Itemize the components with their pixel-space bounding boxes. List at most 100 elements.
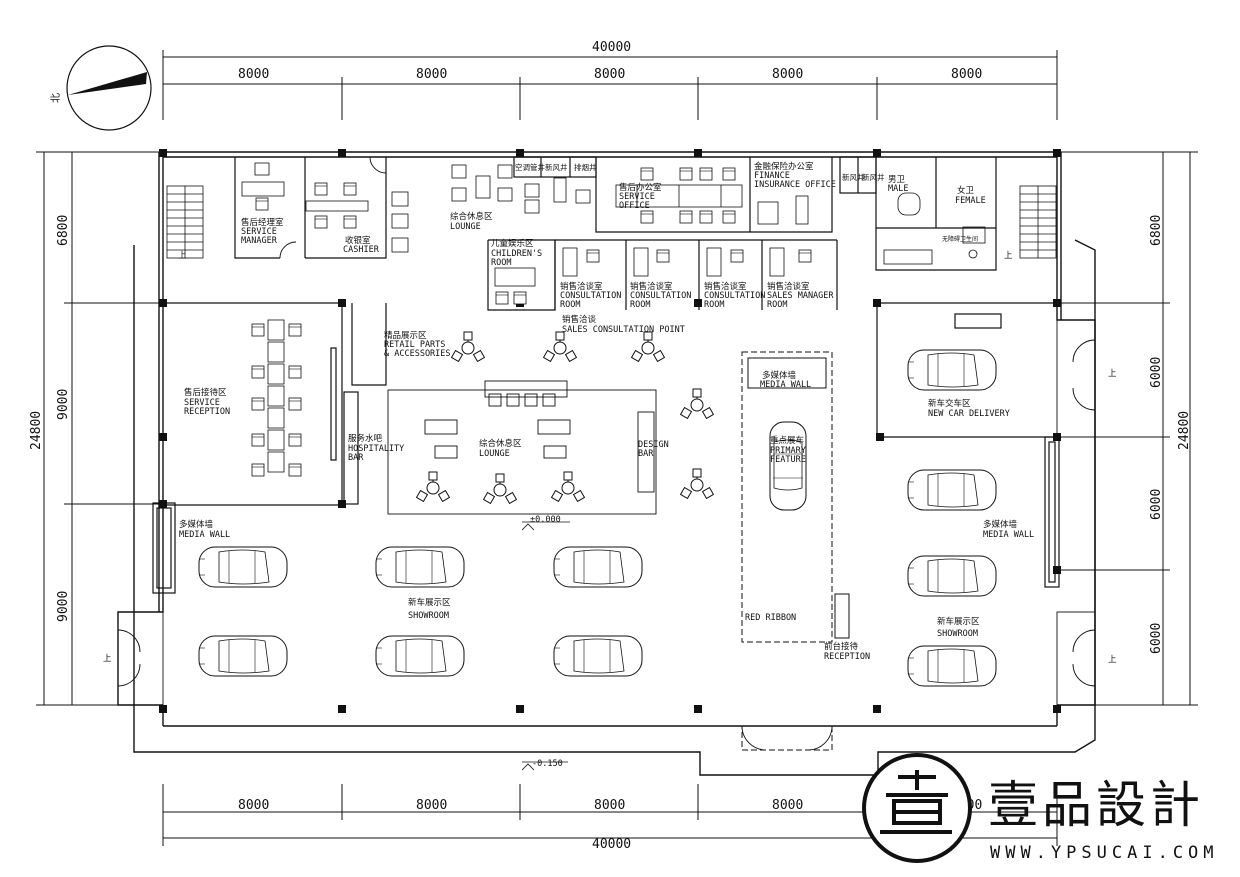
fresh-air-shaft-1: 新风井 <box>545 162 568 172</box>
right-total-dimension: 24800 <box>1177 411 1192 450</box>
finance-cn: 金融保险办公室 <box>754 161 814 172</box>
ac-shaft: 空调管井 <box>515 162 545 172</box>
right-dim-2: 6000 <box>1149 357 1164 388</box>
top-furniture <box>241 162 986 305</box>
consult-1-en2: ROOM <box>560 300 580 310</box>
hospitality-en1: HOSPITALITY <box>348 444 404 454</box>
right-dim-3: 6000 <box>1149 489 1164 520</box>
consult-3-en1: CONSULTATION <box>704 291 765 301</box>
media-wall-left-en: MEDIA WALL <box>179 530 230 540</box>
bottom-dim-2: 8000 <box>416 798 447 813</box>
retail-en1: RETAIL PARTS <box>384 340 445 350</box>
door-up-right-bottom: 上 <box>1108 655 1117 665</box>
consult-3-en2: ROOM <box>704 300 724 310</box>
door-up-left: 上 <box>103 654 112 664</box>
fresh-air-shaft-3: 新风井 <box>862 172 885 182</box>
service-reception-cn: 售后接待区 <box>184 387 227 398</box>
finance-en1: FINANCE <box>754 171 790 181</box>
retail-en2: & ACCESSORIES <box>384 349 451 359</box>
fresh-air-shaft-2: 新风井 <box>842 172 865 182</box>
consult-1-cn: 销售洽谈室 <box>560 281 603 292</box>
after-sales-manager-cn: 售后经理室 <box>241 217 284 228</box>
entrance-doors <box>117 156 1096 751</box>
consult-2-cn: 销售洽谈室 <box>630 281 673 292</box>
hospitality-en2: BAR <box>348 453 364 463</box>
male-cn: 男卫 <box>888 175 906 185</box>
service-reception-walls <box>152 302 387 594</box>
sales-manager-en2: ROOM <box>767 300 787 310</box>
top-total-dimension: 40000 <box>592 40 631 55</box>
hospitality-cn: 服务水吧 <box>348 433 383 444</box>
door-up-right-top: 上 <box>1108 369 1117 379</box>
media-wall-right-cn: 多媒体墙 <box>983 519 1018 530</box>
media-wall-center-en: MEDIA WALL <box>760 380 811 390</box>
finance-en2: INSURANCE OFFICE <box>754 180 836 190</box>
feature-walls <box>741 351 850 751</box>
right-dim-1: 6800 <box>1149 215 1164 246</box>
top-dimension-lines <box>162 50 1058 120</box>
design-bar-en1: DESIGN <box>638 440 669 450</box>
stair-left-up: 上 <box>178 251 187 261</box>
media-wall-center-cn: 多媒体墙 <box>762 370 797 381</box>
service-office-en2: OFFICE <box>619 201 650 211</box>
top-dim-1: 8000 <box>238 67 269 82</box>
top-room-walls <box>234 156 997 311</box>
left-dimension-lines <box>36 151 160 706</box>
left-dim-1: 6800 <box>56 215 71 246</box>
media-wall-left-cn: 多媒体墙 <box>179 519 214 530</box>
showroom-left-en: SHOWROOM <box>408 611 449 621</box>
reception-cn: 前台接待 <box>824 641 859 652</box>
delivery-walls <box>876 302 1060 588</box>
sales-point-cn: 销售洽谈 <box>562 314 597 325</box>
level-floor: ±0.000 <box>530 515 561 525</box>
logo-wordmark: 壹品設計 <box>988 776 1204 834</box>
new-car-delivery-en: NEW CAR DELIVERY <box>928 409 1010 419</box>
level-outdoor: -0.150 <box>532 759 563 769</box>
female-en: FEMALE <box>955 196 986 206</box>
top-dim-4: 8000 <box>772 67 803 82</box>
primary-feature-en1: PRIMARY <box>770 446 806 456</box>
primary-feature-en2: FEATURE <box>770 455 806 465</box>
service-reception-en2: RECEPTION <box>184 407 230 417</box>
cashier-en: CASHIER <box>343 245 380 255</box>
female-cn: 女卫 <box>957 185 975 196</box>
stair-right-up: 上 <box>1004 251 1013 261</box>
after-sales-manager-en1: SERVICE <box>241 227 277 237</box>
left-dim-2: 9000 <box>56 389 71 420</box>
north-label: 北 <box>50 93 62 103</box>
service-office-en1: SERVICE <box>619 192 655 202</box>
left-dim-3: 9000 <box>56 591 71 622</box>
showroom-right-cn: 新车展示区 <box>937 616 980 627</box>
top-dim-2: 8000 <box>416 67 447 82</box>
retail-cn: 精品展示区 <box>384 330 427 341</box>
sales-manager-cn: 销售洽谈室 <box>767 281 810 292</box>
structural-columns <box>159 149 1061 713</box>
service-office-cn: 售后办公室 <box>619 182 662 193</box>
design-bar-en2: BAR <box>638 449 654 459</box>
room-labels: 售后经理室 SERVICE MANAGER 收银室 CASHIER 综合休息区 … <box>179 161 1034 662</box>
showroom-left-cn: 新车展示区 <box>408 597 451 608</box>
top-dim-3: 8000 <box>594 67 625 82</box>
right-dim-4: 6000 <box>1149 623 1164 654</box>
sales-point-en: SALES CONSULTATION POINT <box>562 325 685 335</box>
consultation-tables <box>416 331 714 504</box>
cashier-cn: 收银室 <box>345 235 371 246</box>
lounge-top-en: LOUNGE <box>450 222 481 232</box>
sales-manager-en1: SALES MANAGER <box>767 291 834 301</box>
north-arrow: 北 <box>50 45 152 131</box>
accessible-wc: 无障碍卫生间 <box>942 235 978 243</box>
media-wall-right-en: MEDIA WALL <box>983 530 1034 540</box>
children-en1: CHILDREN'S <box>491 249 542 259</box>
bottom-dim-4: 8000 <box>772 798 803 813</box>
stair-right <box>1019 185 1057 259</box>
lounge-area <box>387 380 657 515</box>
male-en: MALE <box>888 184 908 194</box>
consult-2-en2: ROOM <box>630 300 650 310</box>
bottom-total-dimension: 40000 <box>592 837 631 852</box>
children-cn: 儿童娱乐区 <box>491 238 534 249</box>
logo-url: WWW.YPSUCAI.COM <box>990 843 1219 863</box>
red-ribbon: RED RIBBON <box>745 613 796 623</box>
level-markers <box>521 521 570 771</box>
lounge-center-en: LOUNGE <box>479 449 510 459</box>
new-car-delivery-cn: 新车交车区 <box>928 398 971 409</box>
